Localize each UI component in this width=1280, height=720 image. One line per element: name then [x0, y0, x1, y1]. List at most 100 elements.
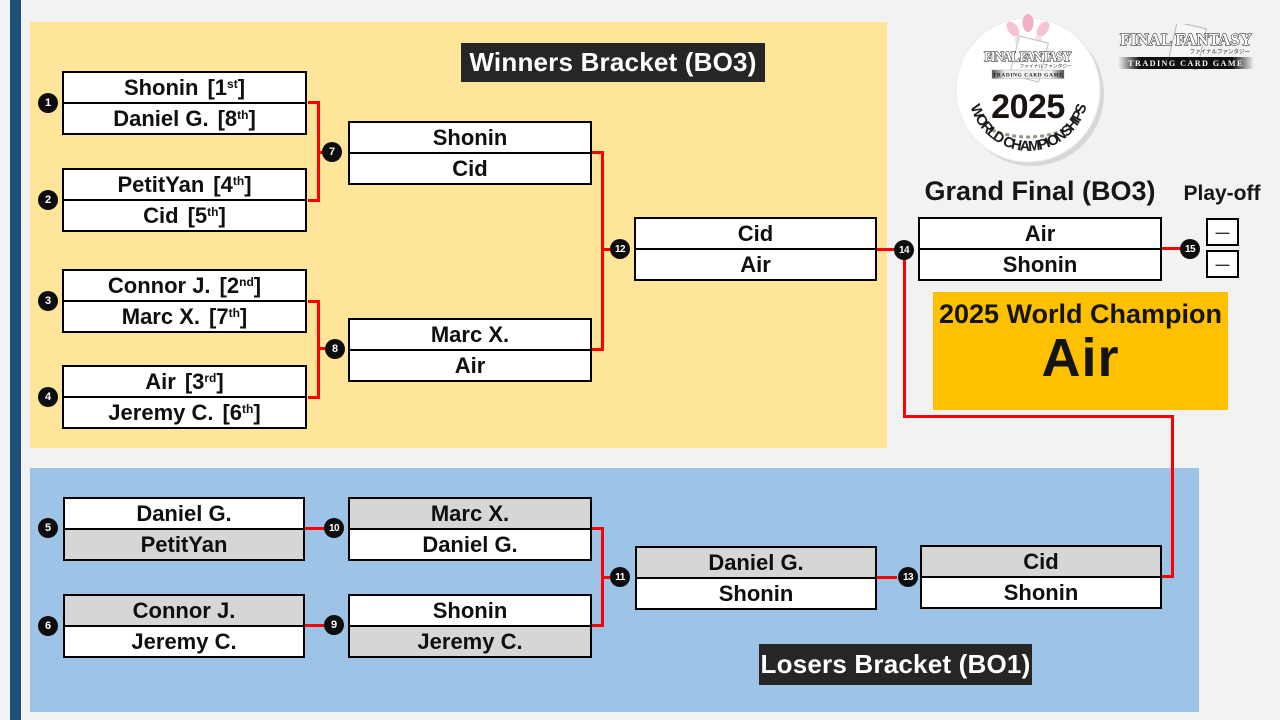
- match-5: Daniel G. PetitYan: [63, 497, 305, 561]
- match-7-slot-top: Shonin: [350, 123, 590, 154]
- match-number-badge-6: 6: [38, 616, 58, 636]
- bracket-connector: [305, 624, 324, 627]
- match-9-slot-top: Shonin: [350, 596, 590, 627]
- bracket-connector: [877, 248, 895, 251]
- player-name: PetitYan: [117, 171, 205, 197]
- badge-kana-text: ファイナルファンタジー: [1019, 63, 1072, 70]
- world-champion-callout: 2025 World Champion Air: [933, 292, 1228, 410]
- match-14-slot-bottom: Shonin: [920, 250, 1160, 279]
- match-number-badge-15: 15: [1180, 239, 1200, 259]
- player-name: Cid: [452, 155, 488, 181]
- match-2: PetitYan [4th] Cid [5th]: [62, 168, 307, 232]
- seed-label: [7th]: [209, 303, 248, 329]
- player-name: Jeremy C.: [417, 628, 523, 654]
- player-name: Jeremy C.: [131, 628, 237, 654]
- seed-label: [5th]: [187, 202, 226, 228]
- match-8-slot-top: Marc X.: [350, 320, 590, 351]
- match-6-slot-bottom: Jeremy C.: [65, 627, 303, 656]
- player-name: Shonin: [718, 580, 794, 606]
- bracket-connector: [601, 151, 604, 351]
- match-10-slot-bottom: Daniel G.: [350, 530, 590, 559]
- world-championships-badge-logo: FINAL FANTASY ファイナルファンタジー TRADING CARD G…: [955, 14, 1104, 166]
- seed-label: [2nd]: [219, 272, 262, 298]
- match-6-slot-top: Connor J.: [65, 596, 303, 627]
- match-14-slot-top: Air: [920, 219, 1160, 250]
- playoff-slot-1: —: [1206, 218, 1239, 246]
- match-9-slot-bottom: Jeremy C.: [350, 627, 590, 656]
- match-9: Shonin Jeremy C.: [348, 594, 592, 658]
- match-8-slot-bottom: Air: [350, 351, 590, 380]
- match-13-slot-bottom: Shonin: [922, 578, 1160, 607]
- match-3: Connor J. [2nd] Marc X. [7th]: [62, 269, 307, 333]
- grand-final-feed-line: [903, 258, 906, 418]
- seed-label: [3rd]: [184, 368, 224, 394]
- playoff-title: Play-off: [1183, 182, 1261, 205]
- seed-label: [8th]: [217, 105, 256, 131]
- match-2-slot-top: PetitYan [4th]: [64, 170, 305, 201]
- grand-final-title: Grand Final (BO3): [924, 175, 1156, 206]
- match-4-slot-bottom: Jeremy C. [6th]: [64, 398, 305, 427]
- seed-label: [4th]: [213, 171, 252, 197]
- match-11-slot-top: Daniel G.: [637, 548, 875, 579]
- match-7: Shonin Cid: [348, 121, 592, 185]
- match-number-badge-11: 11: [610, 567, 630, 587]
- match-number-badge-9: 9: [324, 615, 344, 635]
- bracket-connector: [317, 151, 324, 154]
- match-10: Marc X. Daniel G.: [348, 497, 592, 561]
- bracket-connector: [308, 396, 320, 399]
- world-champion-label: 2025 World Champion: [938, 299, 1223, 329]
- badge-year-text: 2025: [991, 88, 1065, 126]
- corner-tagline-text: TRADING CARD GAME: [1128, 59, 1244, 68]
- match-13-losers-final: Cid Shonin: [920, 545, 1162, 609]
- bracket-connector: [877, 576, 897, 579]
- badge-ff-mini-logo: FINAL FANTASY ファイナルファンタジー TRADING CARD G…: [984, 35, 1072, 83]
- seed-label: [6th]: [222, 399, 261, 425]
- match-1: Shonin [1st] Daniel G. [8th]: [62, 71, 307, 135]
- match-1-slot-bottom: Daniel G. [8th]: [64, 104, 305, 133]
- badge-tagline-text: TRADING CARD GAME: [993, 73, 1064, 79]
- player-name: Shonin: [432, 597, 508, 623]
- player-name: Marc X.: [430, 321, 510, 347]
- match-13-slot-top: Cid: [922, 547, 1160, 578]
- player-name: Jeremy C.: [108, 399, 214, 425]
- bracket-connector: [308, 101, 320, 104]
- player-name: Daniel G.: [422, 531, 518, 557]
- match-number-badge-5: 5: [38, 518, 58, 538]
- player-name: Daniel G.: [136, 500, 232, 526]
- match-number-badge-8: 8: [325, 339, 345, 359]
- player-name: Shonin: [1003, 579, 1079, 605]
- player-name: Connor J.: [107, 272, 211, 298]
- match-3-slot-bottom: Marc X. [7th]: [64, 302, 305, 331]
- player-name: Air: [454, 352, 486, 378]
- player-name: Air: [145, 368, 176, 394]
- match-number-badge-3: 3: [38, 291, 58, 311]
- bracket-connector: [592, 527, 602, 530]
- bracket-connector: [592, 624, 602, 627]
- player-name: Shonin: [123, 74, 199, 100]
- player-name: Shonin: [432, 124, 508, 150]
- player-name: Cid: [737, 220, 774, 246]
- match-8: Marc X. Air: [348, 318, 592, 382]
- world-champion-name: Air: [1041, 328, 1120, 388]
- seed-label: [1st]: [207, 74, 246, 100]
- match-7-slot-bottom: Cid: [350, 154, 590, 183]
- match-3-slot-top: Connor J. [2nd]: [64, 271, 305, 302]
- corner-brand-text: FINAL FANTASY: [1120, 30, 1252, 49]
- match-5-slot-bottom: PetitYan: [65, 530, 303, 559]
- player-name: Air: [1024, 220, 1056, 246]
- match-2-slot-bottom: Cid [5th]: [64, 201, 305, 230]
- match-number-badge-14: 14: [894, 240, 914, 260]
- player-name: Connor J.: [132, 597, 236, 623]
- player-name: Daniel G.: [113, 105, 209, 131]
- match-number-badge-13: 13: [898, 567, 918, 587]
- badge-brand-text: FINAL FANTASY: [984, 49, 1072, 64]
- match-number-badge-10: 10: [324, 518, 344, 538]
- corner-kana-text: ファイナルファンタジー: [1190, 48, 1250, 56]
- player-name: Cid: [1023, 548, 1059, 574]
- player-name: Air: [740, 251, 771, 277]
- grand-final-feed-line: [903, 415, 1174, 418]
- bracket-connector: [308, 300, 320, 303]
- left-accent-bar: [10, 0, 21, 720]
- final-fantasy-tcg-logo: FINAL FANTASY ファイナルファンタジー TRADING CARD G…: [1118, 24, 1254, 71]
